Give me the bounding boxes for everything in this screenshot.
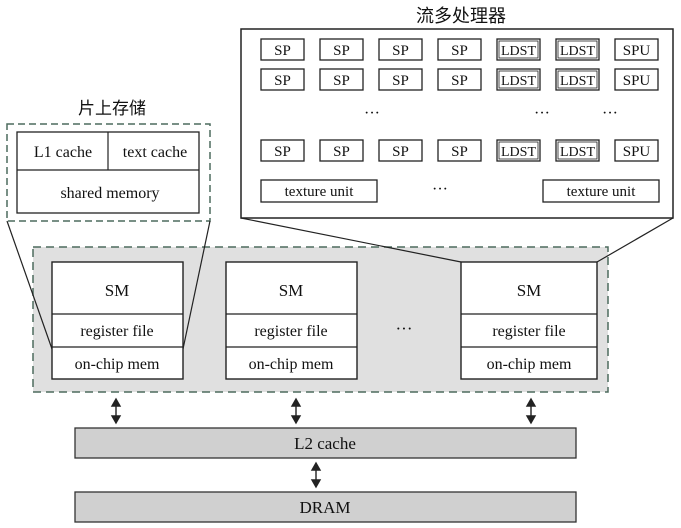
sp-unit-label: SP <box>333 43 350 59</box>
l1-cache-label: L1 cache <box>34 144 92 161</box>
dram-bar <box>74 491 577 523</box>
sp-unit-box <box>437 38 482 61</box>
ldst-unit-box <box>496 38 541 61</box>
ldst-unit-box <box>555 139 600 162</box>
sp-unit-label: SP <box>392 144 409 160</box>
text-cache-label: text cache <box>123 144 187 161</box>
ldst-unit-label: LDST <box>560 44 595 59</box>
sp-unit-label: SP <box>392 73 409 89</box>
sp-unit-label: SP <box>451 144 468 160</box>
sp-unit-label: SP <box>451 43 468 59</box>
ldst-unit-label: LDST <box>501 44 536 59</box>
unit-row-ellipsis-3: ··· <box>602 105 618 122</box>
unit-row-ellipsis-2: ··· <box>534 105 550 122</box>
ldst-unit-box <box>496 139 541 162</box>
bidirectional-arrow <box>290 397 302 425</box>
sm-unit-grid: SP SP SP SP LDST LDST SPU SP SP SP SP LDST LDST SPU SP… <box>260 38 659 162</box>
sm-block: SM register file on-chip mem <box>460 261 598 380</box>
ldst-unit-box <box>555 38 600 61</box>
sp-unit-label: SP <box>333 144 350 160</box>
l2-cache-label: L2 cache <box>294 434 356 453</box>
sm-box <box>51 261 184 380</box>
ldst-unit-inner-border <box>557 70 598 89</box>
sp-unit-box <box>319 38 364 61</box>
ldst-unit-inner-border <box>557 141 598 160</box>
bidirectional-arrow <box>310 461 322 489</box>
sp-unit-box <box>260 68 305 91</box>
spu-unit-box <box>614 38 659 61</box>
unit-row-ellipsis-1: ··· <box>364 105 380 122</box>
ldst-unit-inner-border <box>557 40 598 59</box>
ldst-unit-label: LDST <box>560 74 595 89</box>
sp-unit-box <box>260 38 305 61</box>
sp-unit-label: SP <box>392 43 409 59</box>
sp-unit-box <box>437 68 482 91</box>
texture-ellipsis: ··· <box>432 181 448 198</box>
sp-unit-box <box>319 68 364 91</box>
texture-unit-left-box <box>260 179 378 203</box>
sm-label: SM <box>279 281 304 300</box>
zoom-line-onchip-right <box>182 220 211 350</box>
sp-unit-label: SP <box>274 43 291 59</box>
sp-unit-box <box>319 139 364 162</box>
sp-unit-box <box>378 68 423 91</box>
sp-unit-box <box>378 38 423 61</box>
sm-block: SM register file on-chip mem <box>51 261 184 380</box>
ldst-unit-inner-border <box>498 141 539 160</box>
bidirectional-arrow <box>110 397 122 425</box>
ldst-unit-box <box>555 68 600 91</box>
onchip-mem-label: on-chip mem <box>487 356 572 373</box>
sm-ellipsis: ··· <box>396 319 413 338</box>
register-file-label: register file <box>80 323 153 340</box>
onchip-mem-label: on-chip mem <box>75 356 160 373</box>
zoom-line-sm-right <box>596 217 674 263</box>
dram-label: DRAM <box>299 498 350 517</box>
sm-box <box>460 261 598 380</box>
spu-unit-label: SPU <box>623 73 651 89</box>
sm-block: SM register file on-chip mem <box>225 261 358 380</box>
zoom-line-sm-left <box>240 217 462 263</box>
sm-box <box>225 261 358 380</box>
ldst-unit-label: LDST <box>560 145 595 160</box>
sp-unit-label: SP <box>333 73 350 89</box>
bidirectional-arrow <box>525 397 537 425</box>
spu-unit-label: SPU <box>623 43 651 59</box>
register-file-label: register file <box>492 323 565 340</box>
register-file-label: register file <box>254 323 327 340</box>
texture-unit-right-label: texture unit <box>567 184 637 200</box>
sm-label: SM <box>517 281 542 300</box>
sp-unit-label: SP <box>274 73 291 89</box>
sp-unit-box <box>260 139 305 162</box>
sm-label: SM <box>105 281 130 300</box>
ldst-unit-label: LDST <box>501 145 536 160</box>
sp-unit-box <box>378 139 423 162</box>
spu-unit-label: SPU <box>623 144 651 160</box>
ldst-unit-box <box>496 68 541 91</box>
ldst-unit-inner-border <box>498 70 539 89</box>
sp-unit-box <box>437 139 482 162</box>
onchip-title: 片上存储 <box>78 99 146 118</box>
zoom-line-onchip-left <box>6 220 53 350</box>
ldst-unit-inner-border <box>498 40 539 59</box>
shared-memory-label: shared memory <box>60 185 159 202</box>
spu-unit-box <box>614 68 659 91</box>
l2-cache-bar <box>74 427 577 459</box>
sp-unit-label: SP <box>451 73 468 89</box>
sp-unit-label: SP <box>274 144 291 160</box>
sm-detail-title: 流多处理器 <box>416 6 506 26</box>
onchip-dashed-frame <box>6 123 211 222</box>
ldst-unit-label: LDST <box>501 74 536 89</box>
texture-unit-right-box <box>542 179 660 203</box>
texture-unit-left-label: texture unit <box>285 184 355 200</box>
spu-unit-box <box>614 139 659 162</box>
onchip-mem-label: on-chip mem <box>249 356 334 373</box>
